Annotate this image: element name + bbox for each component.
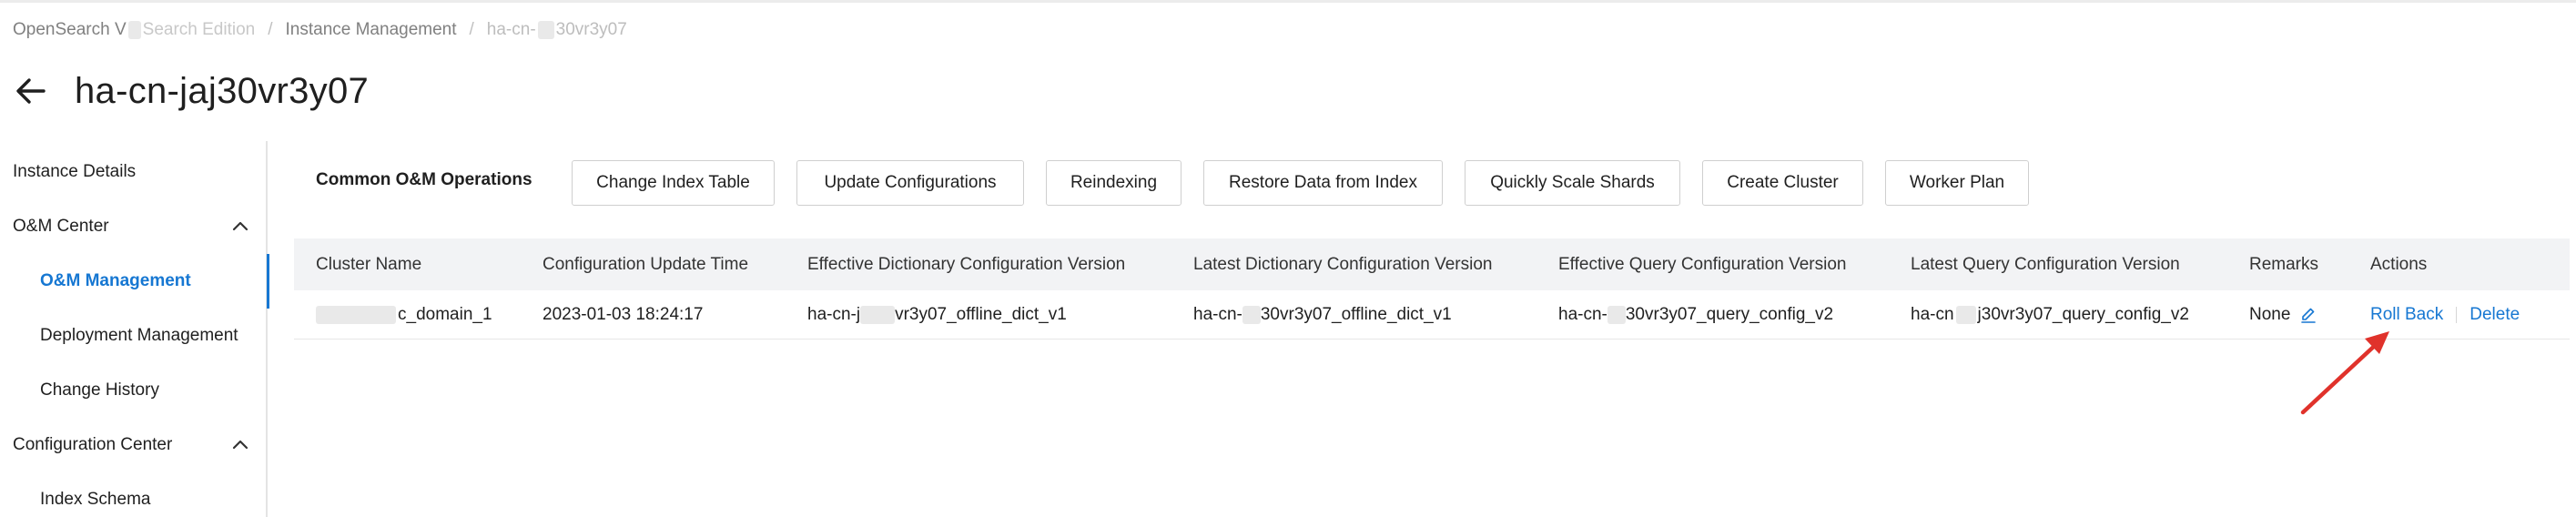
ops-label: Common O&M Operations [316, 170, 532, 189]
column-header-actions: Actions [2370, 254, 2428, 274]
table-row [294, 290, 2570, 340]
sidebar-item-label: Change History [40, 380, 159, 400]
action-separator [2456, 307, 2458, 323]
remarks-value: None [2249, 305, 2291, 324]
redacted-text [316, 306, 396, 324]
quickly-scale-shards-button[interactable]: Quickly Scale Shards [1465, 160, 1680, 206]
update-configurations-button[interactable]: Update Configurations [796, 160, 1024, 206]
cell-remarks: None [2249, 290, 2317, 340]
sidebar-item-label: Instance Details [13, 162, 137, 181]
redacted-text [1607, 306, 1626, 324]
column-header-effective-query-version: Effective Query Configuration Version [1558, 254, 1847, 274]
page-title: ha-cn-jaj30vr3y07 [75, 70, 370, 111]
breadcrumb-item-current: ha-cn-30vr3y07 [486, 20, 627, 39]
cell-latest-dict-version: ha-cn-30vr3y07_offline_dict_v1 [1193, 305, 1452, 324]
breadcrumb-separator: / [268, 20, 273, 39]
sidebar: Instance Details O&M Center O&M Manageme… [0, 141, 269, 517]
sidebar-item-label: O&M Center [13, 217, 109, 236]
cell-update-time: 2023-01-03 18:24:17 [543, 305, 704, 324]
sidebar-item-label: O&M Management [40, 271, 191, 290]
sidebar-item-label: Deployment Management [40, 326, 238, 345]
column-header-latest-query-version: Latest Query Configuration Version [1911, 254, 2180, 274]
redacted-text [127, 20, 141, 39]
chevron-up-icon [232, 440, 248, 450]
back-arrow-icon [16, 78, 46, 104]
worker-plan-button[interactable]: Worker Plan [1885, 160, 2029, 206]
roll-back-link[interactable]: Roll Back [2370, 305, 2444, 324]
redacted-text [1242, 306, 1261, 324]
sidebar-item-om-management[interactable]: O&M Management [0, 254, 269, 309]
sidebar-group-configuration-center[interactable]: Configuration Center [0, 418, 268, 472]
top-border [0, 0, 2576, 3]
edit-icon[interactable] [2299, 306, 2317, 324]
cell-cluster-name: c_domain_1 [316, 290, 492, 340]
create-cluster-button[interactable]: Create Cluster [1702, 160, 1863, 206]
delete-link[interactable]: Delete [2470, 305, 2520, 324]
sidebar-item-instance-details[interactable]: Instance Details [0, 145, 268, 199]
sidebar-item-change-history[interactable]: Change History [0, 363, 268, 418]
sidebar-item-index-schema[interactable]: Index Schema [0, 472, 268, 517]
column-header-latest-dict-version: Latest Dictionary Configuration Version [1193, 254, 1493, 274]
column-header-remarks: Remarks [2249, 254, 2319, 274]
column-header-effective-dict-version: Effective Dictionary Configuration Versi… [807, 254, 1126, 274]
back-button[interactable] [13, 73, 49, 109]
sidebar-item-label: Configuration Center [13, 435, 173, 454]
restore-data-from-index-button[interactable]: Restore Data from Index [1203, 160, 1443, 206]
redacted-text [860, 306, 896, 324]
redacted-text [1955, 306, 1976, 324]
sidebar-group-om-center[interactable]: O&M Center [0, 199, 268, 254]
cell-actions: Roll Back Delete [2370, 290, 2520, 340]
sidebar-item-deployment-management[interactable]: Deployment Management [0, 309, 268, 363]
column-header-cluster-name: Cluster Name [316, 254, 422, 274]
cell-effective-query-version: ha-cn-30vr3y07_query_config_v2 [1558, 305, 1834, 324]
reindexing-button[interactable]: Reindexing [1046, 160, 1182, 206]
redacted-text [537, 20, 554, 39]
change-index-table-button[interactable]: Change Index Table [572, 160, 775, 206]
breadcrumb-item-instance-management[interactable]: Instance Management [285, 20, 457, 39]
table-header [294, 238, 2570, 290]
page-header: ha-cn-jaj30vr3y07 [13, 66, 369, 117]
column-header-update-time: Configuration Update Time [543, 254, 749, 274]
chevron-up-icon [232, 221, 248, 231]
sidebar-item-label: Index Schema [40, 490, 151, 509]
breadcrumb-separator: / [469, 20, 474, 39]
